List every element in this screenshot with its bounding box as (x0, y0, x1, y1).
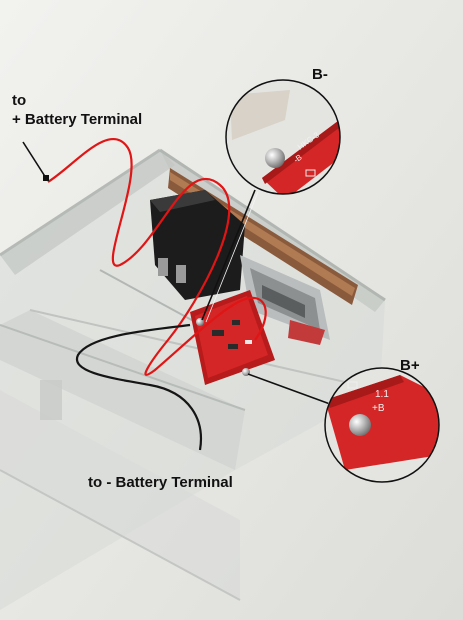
magnified-inset-b-minus: HKC-3 -B (225, 79, 341, 195)
solder-pad-b-minus (265, 148, 285, 168)
usb-port (240, 255, 330, 345)
positive-wire (47, 138, 267, 376)
b-minus-label: B- (312, 66, 328, 83)
callout-line-b-minus-2 (205, 191, 259, 323)
positive-terminal-label-line1: to (12, 92, 27, 109)
callout-line-b-minus (201, 189, 256, 321)
pcb-board (190, 290, 275, 385)
inset-top-text-2: -B (292, 153, 304, 165)
solder-pad-b-plus (349, 414, 371, 436)
positive-terminal-label-line2: + Battery Terminal (12, 111, 143, 128)
negative-terminal-label: to - Battery Terminal (88, 474, 233, 491)
callout-marker (43, 175, 49, 181)
callout-line-positive (22, 141, 47, 179)
inset-bottom-text-1: 1.1 (375, 389, 389, 400)
b-plus-label: B+ (400, 357, 420, 374)
magnified-inset-b-plus: 1.1 +B (324, 367, 440, 483)
inset-bottom-text-2: +B (372, 403, 385, 414)
callout-line-b-plus (247, 373, 331, 405)
negative-wire (75, 323, 202, 451)
